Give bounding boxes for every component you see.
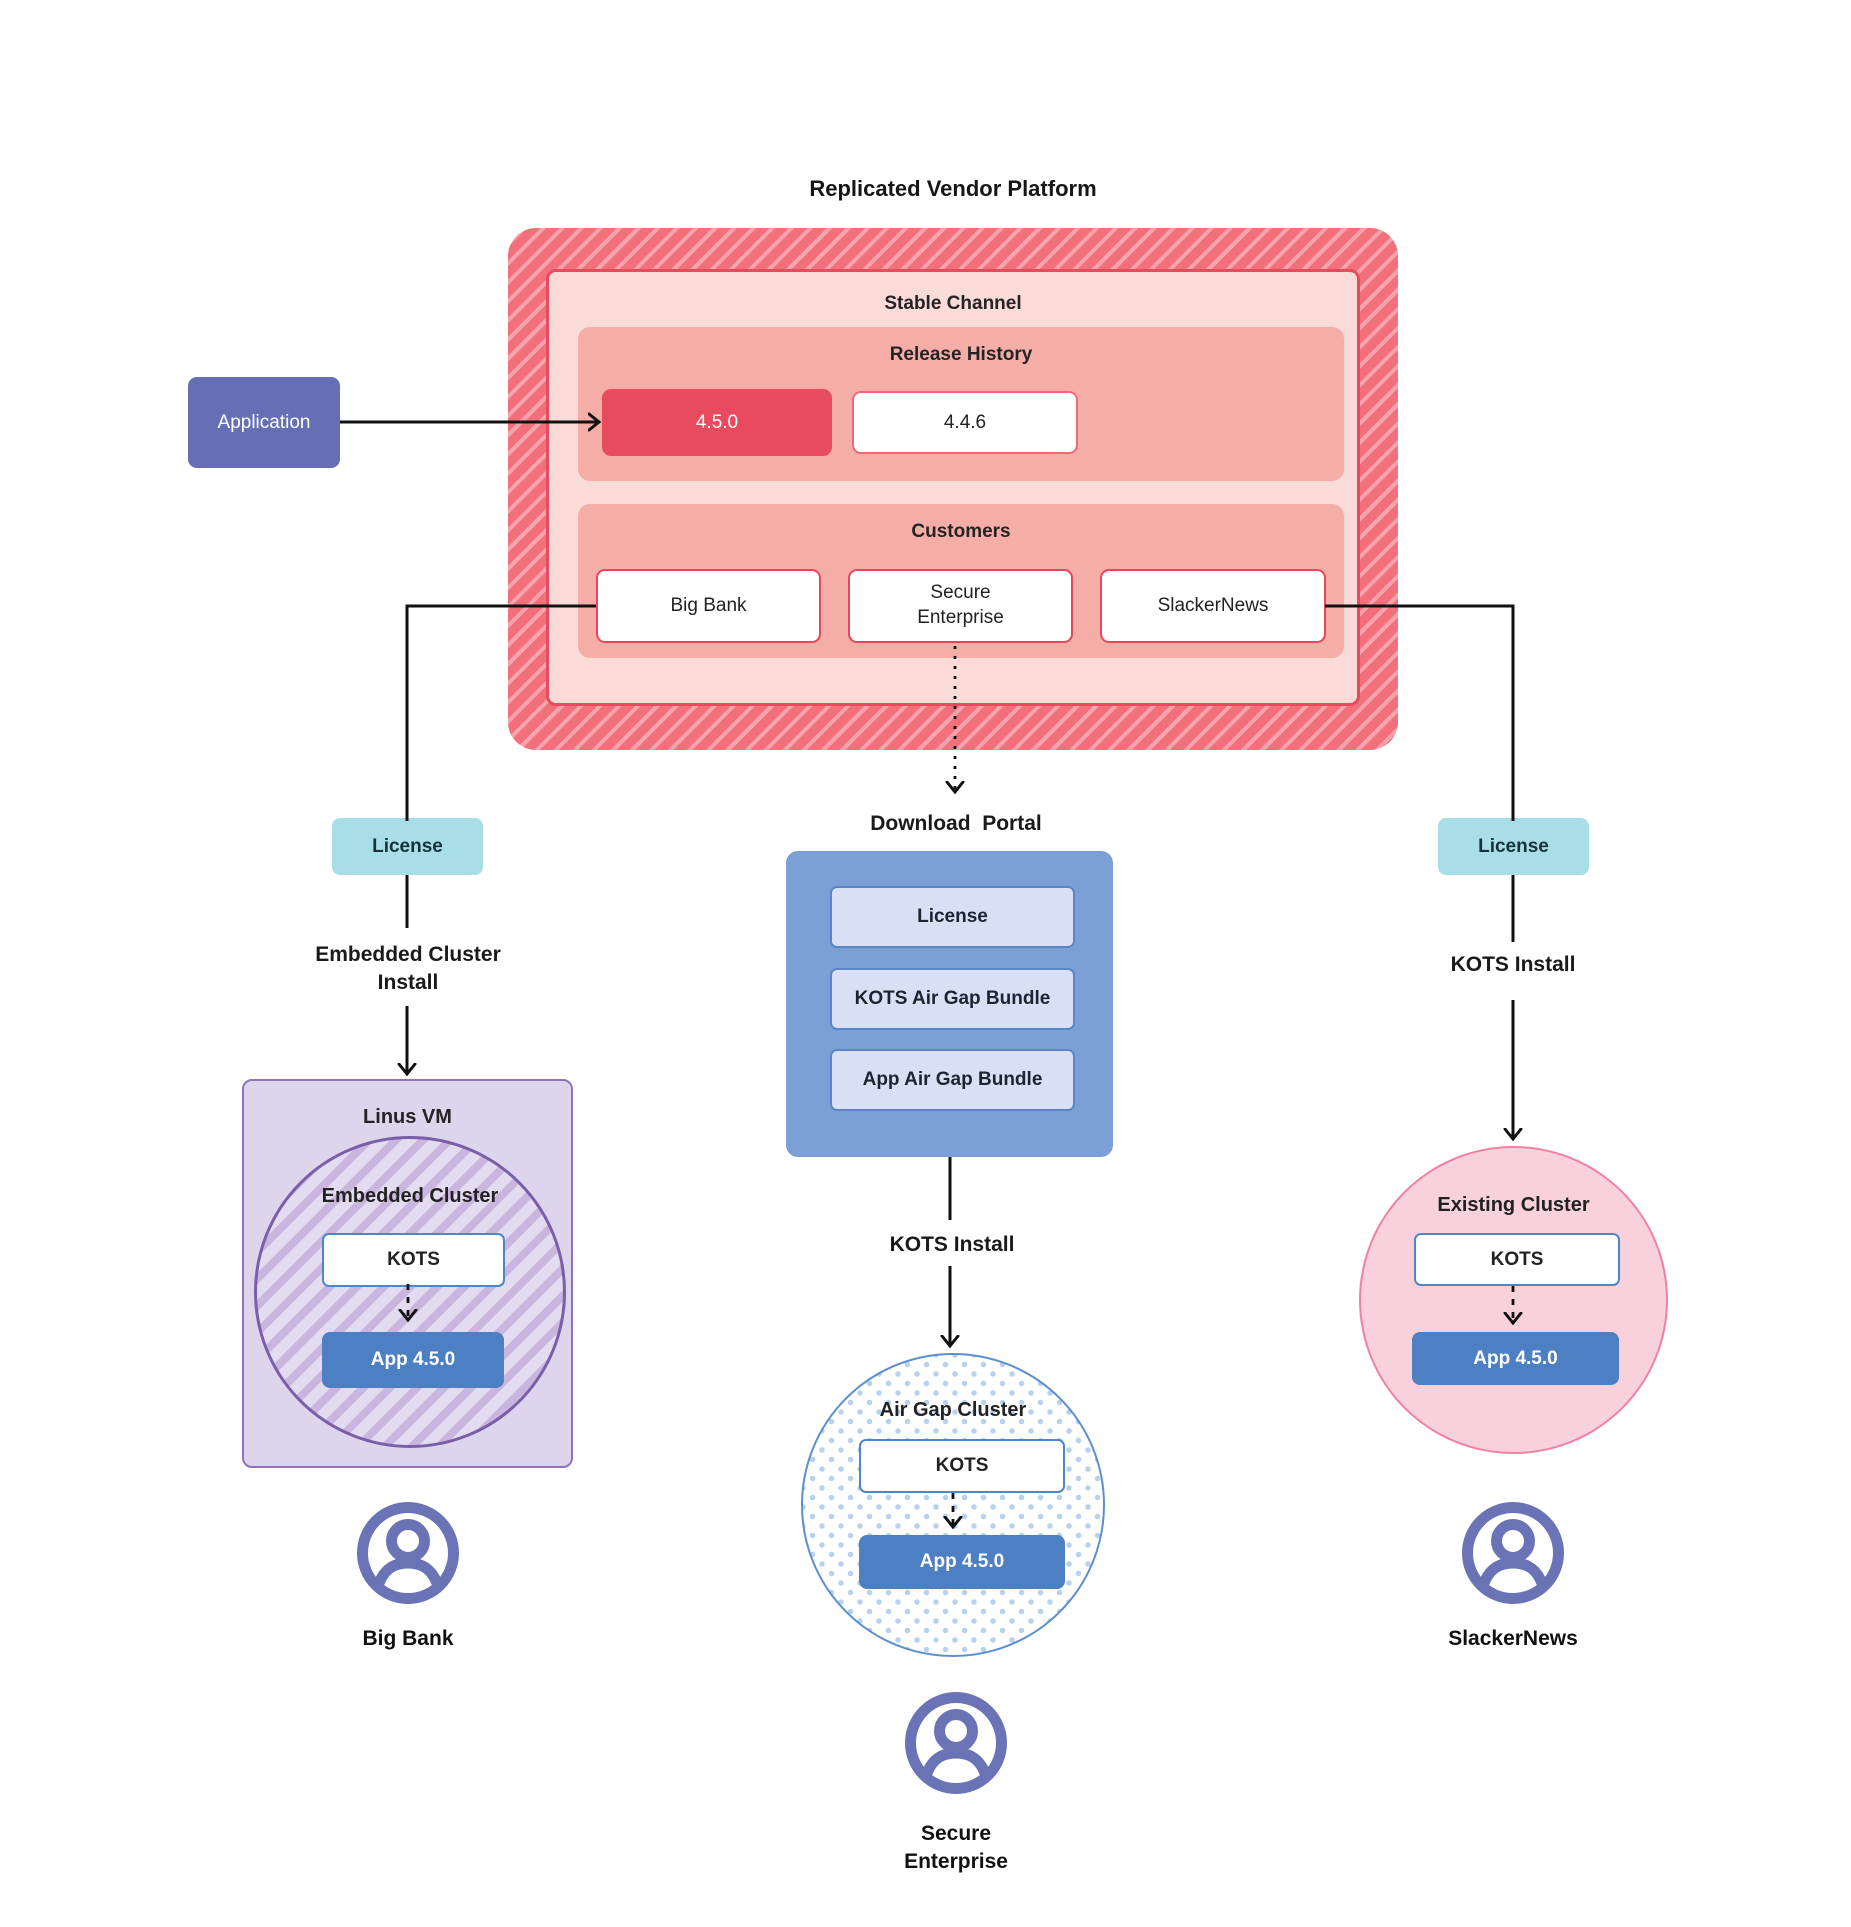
release-history-label: Release History [889,344,1033,365]
portal-item-app-airgap-bundle: App Air Gap Bundle [830,1049,1075,1111]
install-label-right: KOTS Install [1450,952,1576,976]
user-label-slackernews: SlackerNews [1448,1626,1578,1650]
download-portal-box: License KOTS Air Gap Bundle App Air Gap … [786,851,1113,1157]
user-icon-secure-enterprise [905,1692,1007,1794]
vendor-platform-box: Stable Channel Release History 4.5.0 4.4… [508,228,1398,750]
stable-channel-label: Stable Channel [884,293,1022,314]
customers-label: Customers [911,521,1011,542]
user-label-secure-enterprise: Secure Enterprise [904,1821,1008,1873]
customer-box-secure-enterprise: Secure Enterprise [848,569,1073,643]
user-icon-big-bank [357,1502,459,1604]
customer-box-big-bank: Big Bank [596,569,821,643]
airgap-cluster-label: Air Gap Cluster [879,1398,1027,1421]
download-portal-title: Download Portal [870,811,1042,835]
license-badge-left: License [332,818,483,875]
airgap-cluster-circle: Air Gap Cluster KOTS App 4.5.0 [801,1353,1105,1657]
release-item-current: 4.5.0 [602,389,832,456]
customers-section: Customers Big Bank Secure Enterprise Sla… [578,504,1344,658]
linus-vm-box: Linus VM Embedded Cluster KOTS App 4.5.0 [242,1079,573,1468]
existing-cluster-label: Existing Cluster [1437,1193,1590,1216]
install-label-middle: KOTS Install [889,1232,1015,1256]
embedded-cluster-label: Embedded Cluster [321,1184,499,1207]
app-box-airgap: App 4.5.0 [859,1535,1065,1589]
kots-box-existing: KOTS [1414,1233,1620,1286]
user-icon-slackernews [1462,1502,1564,1604]
embedded-cluster-circle: Embedded Cluster KOTS App 4.5.0 [254,1136,566,1448]
page-title: Replicated Vendor Platform [809,176,1097,201]
install-label-embedded: Embedded Cluster Install [315,942,501,994]
app-box-existing: App 4.5.0 [1412,1332,1619,1385]
kots-box-airgap: KOTS [859,1439,1065,1493]
release-item-previous: 4.4.6 [852,391,1078,454]
release-history-section: Release History 4.5.0 4.4.6 [578,327,1344,481]
linus-vm-label: Linus VM [363,1105,452,1128]
portal-item-license: License [830,886,1075,948]
customer-box-slackernews: SlackerNews [1100,569,1326,643]
existing-cluster-circle: Existing Cluster KOTS App 4.5.0 [1359,1146,1668,1454]
application-box: Application [188,377,340,468]
kots-box-embedded: KOTS [322,1233,505,1287]
portal-item-kots-airgap-bundle: KOTS Air Gap Bundle [830,968,1075,1030]
user-label-big-bank: Big Bank [362,1626,454,1650]
stable-channel-box: Stable Channel Release History 4.5.0 4.4… [546,269,1360,706]
app-box-embedded: App 4.5.0 [322,1332,504,1388]
license-badge-right: License [1438,818,1589,875]
